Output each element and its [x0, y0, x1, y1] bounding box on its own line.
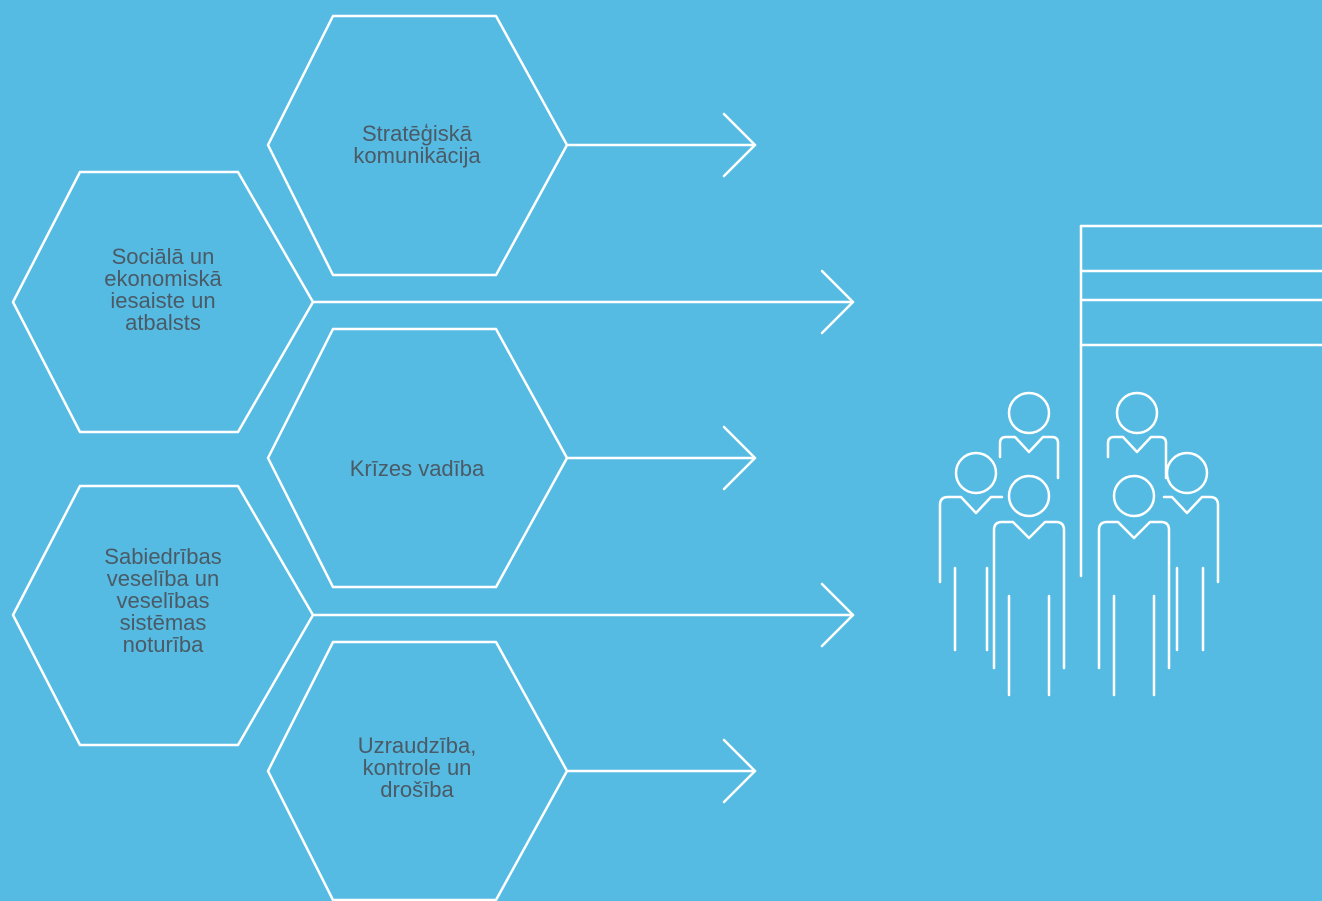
hexagon-label-public-health: Sabiedrības veselība un veselības sistēm… — [104, 544, 222, 657]
arrow-right-icon — [311, 269, 855, 335]
person-icon — [938, 451, 1004, 652]
arrow-right-icon — [311, 582, 855, 648]
arrow-right-icon — [565, 112, 757, 178]
person-icon — [1106, 391, 1168, 480]
arrow-right-icon — [565, 425, 757, 491]
people-group-icon — [938, 391, 1220, 697]
hexagon-label-crisis-management: Krīzes vadība — [349, 456, 485, 481]
hexagon-label-strategic-communication: Stratēģiskā komunikācija — [353, 121, 481, 168]
flag-icon — [1079, 224, 1322, 578]
person-icon — [1097, 474, 1171, 697]
person-icon — [992, 474, 1066, 697]
person-icon — [1162, 451, 1220, 652]
arrow-right-icon — [565, 738, 757, 804]
person-icon — [998, 391, 1060, 480]
hexagon-label-social-economic-engagement: Sociālā un ekonomiskā iesaiste un atbals… — [104, 244, 222, 335]
hexagon-label-supervision-control-security: Uzraudzība, kontrole un drošība — [357, 733, 477, 802]
